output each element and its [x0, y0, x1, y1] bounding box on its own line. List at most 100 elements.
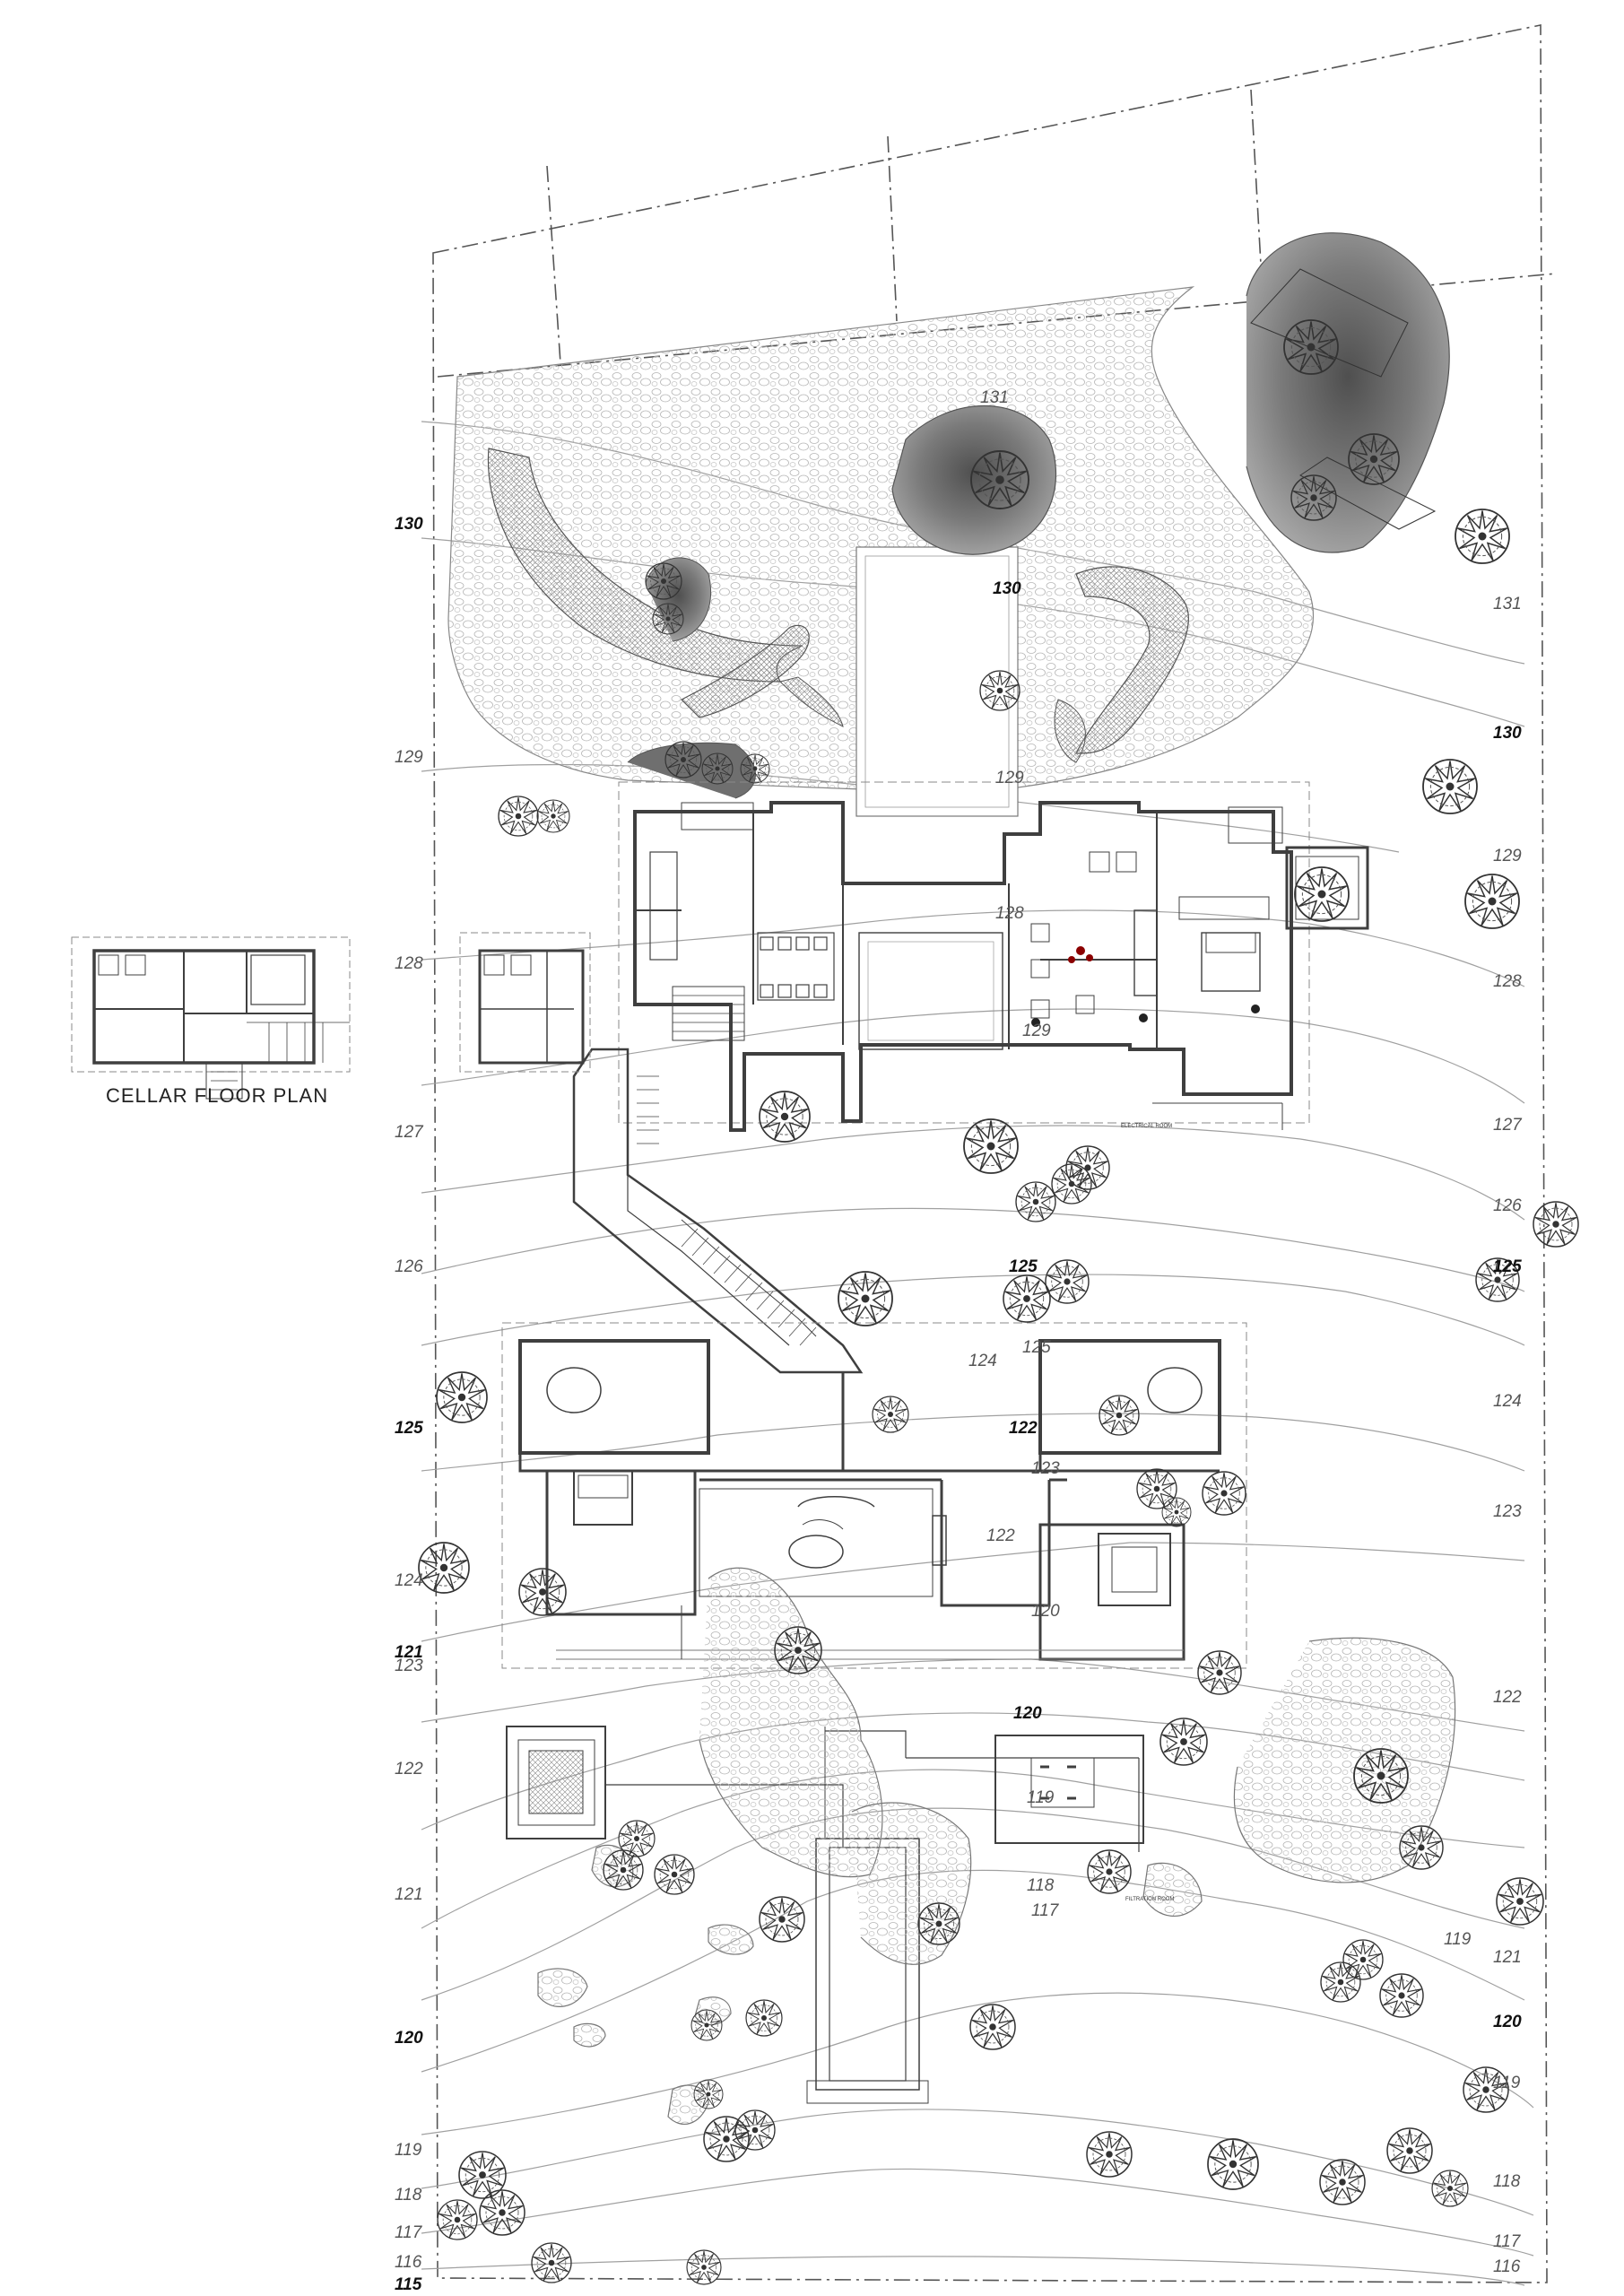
contour-label: 124	[968, 1352, 997, 1370]
tree-icon	[735, 2110, 775, 2150]
cellar-floor-plan-title: CELLAR FLOOR PLAN	[106, 1084, 329, 1107]
contour-label: 127	[395, 1123, 423, 1142]
tree-icon	[1320, 2160, 1365, 2205]
contour-label: 117	[395, 2223, 422, 2242]
contour-label: 118	[1493, 2172, 1521, 2191]
tree-icon	[964, 1119, 1018, 1173]
contour-label: 122	[1493, 1688, 1522, 1707]
contour-label: 119	[1444, 1930, 1472, 1949]
tree-icon	[519, 1569, 566, 1615]
tree-icon	[1203, 1472, 1246, 1515]
contour-label: 128	[1493, 972, 1522, 991]
tree-icon	[1087, 2132, 1132, 2177]
contour-label: 124	[395, 1571, 423, 1590]
tree-icon	[655, 1855, 694, 1894]
contour-label: 125	[395, 1419, 423, 1438]
contour-label: 129	[1022, 1022, 1051, 1040]
tree-icon	[746, 2000, 782, 2036]
tree-icon	[1052, 1164, 1091, 1204]
contour-label: 126	[1493, 1196, 1522, 1215]
tree-icon	[1432, 2170, 1468, 2206]
tree-icon	[537, 800, 569, 832]
contour-label: 121	[395, 1885, 423, 1904]
tree-icon	[419, 1543, 469, 1593]
contour-label: 125	[1493, 1257, 1522, 1276]
contour-label: 130	[395, 515, 423, 534]
cellar-plan-overlay	[459, 932, 591, 1073]
contour-label: 129	[395, 748, 423, 767]
contour-label: 127	[1493, 1116, 1522, 1135]
tree-icon	[760, 1091, 810, 1142]
tree-icon	[1198, 1651, 1241, 1694]
tree-icon	[437, 1372, 487, 1422]
tree-icon	[1423, 760, 1477, 813]
tree-icon	[760, 1897, 804, 1942]
tree-icon	[619, 1821, 655, 1857]
tree-icon	[1533, 1202, 1578, 1247]
contour-label: 117	[1031, 1901, 1059, 1920]
contour-label: 128	[395, 954, 423, 973]
contour-label: 130	[993, 579, 1021, 598]
contour-label: 121	[1493, 1948, 1522, 1967]
contour-label: 120	[1013, 1704, 1042, 1723]
tree-icon	[1497, 1878, 1543, 1925]
tree-icon	[704, 2117, 749, 2161]
tree-icon	[480, 2190, 525, 2235]
contour-label: 124	[1493, 1392, 1522, 1411]
contour-label: 116	[395, 2253, 422, 2272]
tree-icon	[1455, 509, 1509, 563]
tree-icon	[873, 1396, 908, 1432]
contour-label: 120	[1031, 1602, 1060, 1621]
contour-label: 118	[1027, 1876, 1055, 1895]
contour-label: 131	[980, 388, 1009, 407]
tree-icon	[1387, 2128, 1432, 2173]
contour-label: 122	[986, 1526, 1015, 1545]
tree-icon	[1046, 1260, 1089, 1303]
tree-icon	[1295, 867, 1349, 921]
tree-icon	[1208, 2139, 1258, 2189]
cellar-floor-plan	[71, 936, 351, 1100]
contour-label: 119	[1027, 1788, 1055, 1807]
tree-icon	[1343, 1940, 1383, 1979]
tree-icon	[1380, 1974, 1423, 2017]
contour-label: 122	[395, 1760, 423, 1779]
tree-icon	[1088, 1850, 1131, 1893]
contour-label: 116	[1493, 2257, 1521, 2276]
tree-icon	[532, 2243, 571, 2283]
tree-icon	[1099, 1396, 1139, 1435]
tree-icon	[1003, 1275, 1050, 1322]
ponds	[627, 232, 1450, 799]
tree-icon	[1465, 874, 1519, 928]
contour-label: 129	[1493, 847, 1522, 865]
contour-label: 129	[995, 769, 1024, 787]
contour-label: 121	[395, 1643, 423, 1662]
contour-label: 123	[1493, 1502, 1522, 1521]
tree-icon	[1162, 1498, 1191, 1526]
contour-label: 118	[395, 2186, 422, 2205]
tree-icon	[499, 796, 538, 836]
stair-connector	[572, 986, 864, 1374]
entrance-paving	[447, 286, 1315, 817]
contour-label: 122	[1009, 1419, 1038, 1438]
tree-icon	[1321, 1962, 1360, 2002]
tree-icon	[838, 1272, 892, 1326]
contour-label: 123	[1031, 1459, 1060, 1478]
contour-label: 125	[1009, 1257, 1038, 1276]
contour-label: 120	[395, 2029, 423, 2048]
contour-label: 119	[1493, 2074, 1521, 2092]
contour-label: 123	[395, 1657, 423, 1675]
contour-label: 130	[1493, 724, 1522, 743]
contour-label: 120	[1493, 2013, 1522, 2031]
pool-area	[506, 1726, 1144, 2104]
contour-label: 131	[1493, 595, 1522, 613]
upper-house-plan	[618, 781, 1369, 1132]
filtration-room-label: FILTRATION ROOM	[1125, 1897, 1175, 1902]
contour-label: 128	[995, 904, 1024, 923]
tree-icon	[1016, 1182, 1055, 1222]
stone-paving	[537, 1567, 1456, 2125]
contour-label: 115	[395, 2275, 422, 2294]
contour-label: 117	[1493, 2232, 1521, 2251]
contour-label: 126	[395, 1257, 423, 1276]
electrical-room-label: ELECTRICAL ROOM	[1121, 1124, 1173, 1129]
